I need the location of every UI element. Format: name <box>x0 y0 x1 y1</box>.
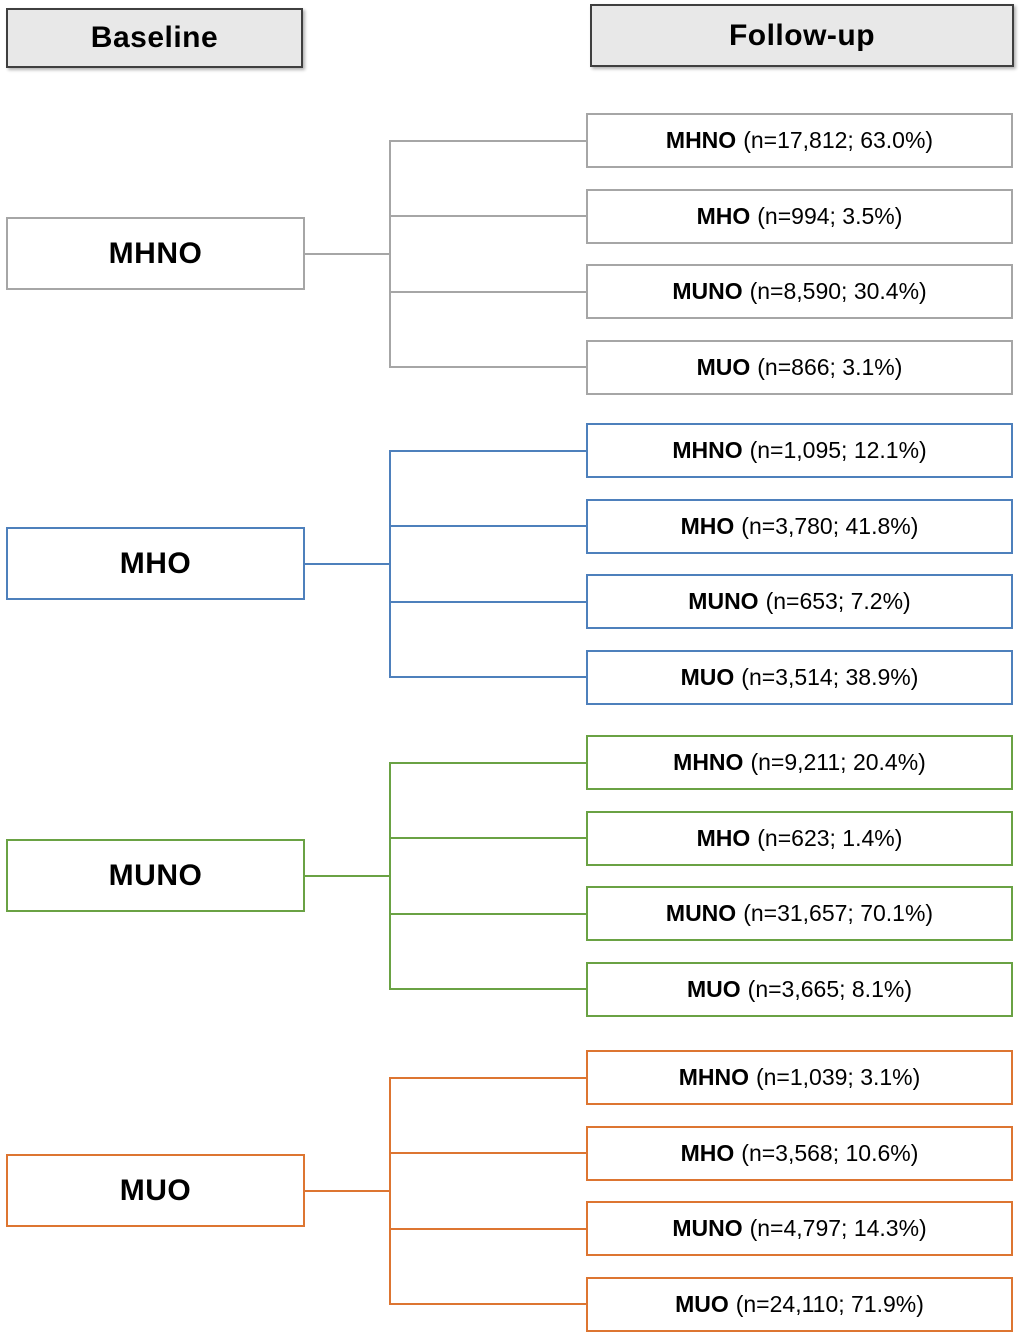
connector-branch <box>389 525 586 527</box>
baseline-label: MUNO <box>108 858 203 892</box>
followup-label: MHNO <box>672 437 743 463</box>
followup-detail: (n=24,110; 71.9%) <box>735 1290 924 1317</box>
followup-label: MHNO <box>665 127 737 153</box>
connector-branch <box>389 761 586 764</box>
followup-box-mho-to-mho: MHO(n=3,780; 41.8%) <box>586 498 1013 554</box>
followup-detail: (n=3,665; 8.1%) <box>747 975 912 1002</box>
connector-branch <box>389 1076 586 1079</box>
connector-branch <box>389 912 586 915</box>
followup-box-muno-to-muno: MUNO(n=31,657; 70.1%) <box>586 886 1013 941</box>
baseline-label: MHNO <box>108 236 203 270</box>
connector-elbow <box>305 874 391 877</box>
followup-label: MHNO <box>678 1064 749 1090</box>
baseline-box-muo: MUO <box>6 1154 305 1228</box>
connector-branch <box>389 837 586 839</box>
followup-label: MUO <box>680 663 735 690</box>
followup-detail: (n=31,657; 70.1%) <box>743 900 934 926</box>
followup-label: MUO <box>687 975 741 1002</box>
followup-detail: (n=1,095; 12.1%) <box>749 437 927 463</box>
followup-detail: (n=1,039; 3.1%) <box>755 1064 921 1090</box>
connector-branch <box>389 1152 586 1154</box>
followup-box-muo-to-muno: MUNO(n=4,797; 14.3%) <box>586 1201 1013 1256</box>
followup-label: MHO <box>680 512 735 539</box>
baseline-box-mhno: MHNO <box>6 217 305 291</box>
followup-box-muno-to-mho: MHO(n=623; 1.4%) <box>586 810 1013 866</box>
followup-label: MUNO <box>672 278 743 304</box>
followup-box-muo-to-mhno: MHNO(n=1,039; 3.1%) <box>586 1050 1013 1105</box>
baseline-box-muno: MUNO <box>6 839 305 913</box>
followup-box-mho-to-muno: MUNO(n=653; 7.2%) <box>586 574 1013 629</box>
followup-detail: (n=653; 7.2%) <box>765 588 911 614</box>
followup-label: MUO <box>675 1290 729 1317</box>
followup-box-muno-to-muo: MUO(n=3,665; 8.1%) <box>586 961 1013 1017</box>
followup-label: MUNO <box>688 588 759 614</box>
followup-label: MHNO <box>673 749 744 775</box>
connector-branch <box>389 1227 586 1230</box>
followup-label: MUNO <box>672 1215 743 1241</box>
connector-elbow <box>305 252 391 255</box>
followup-box-muo-to-mho: MHO(n=3,568; 10.6%) <box>586 1125 1013 1181</box>
followup-box-muo-to-muo: MUO(n=24,110; 71.9%) <box>586 1276 1013 1332</box>
connector-elbow <box>305 1189 391 1192</box>
baseline-box-mho: MHO <box>6 527 305 601</box>
followup-detail: (n=4,797; 14.3%) <box>749 1215 927 1241</box>
followup-detail: (n=994; 3.5%) <box>757 202 903 229</box>
connector-trunk <box>389 449 391 678</box>
connector-trunk <box>389 1076 391 1305</box>
followup-detail: (n=866; 3.1%) <box>757 353 903 380</box>
followup-label: MHO <box>696 202 751 229</box>
baseline-label: MHO <box>119 546 192 580</box>
baseline-header: Baseline <box>6 8 303 68</box>
followup-box-mhno-to-mho: MHO(n=994; 3.5%) <box>586 188 1013 244</box>
followup-detail: (n=3,568; 10.6%) <box>741 1139 919 1166</box>
followup-label: MHO <box>696 824 751 851</box>
followup-detail: (n=3,514; 38.9%) <box>741 663 919 690</box>
connector-branch <box>389 449 586 452</box>
connector-elbow <box>305 562 391 565</box>
followup-detail: (n=9,211; 20.4%) <box>750 749 926 775</box>
connector-trunk <box>389 761 391 990</box>
followup-box-mho-to-mhno: MHNO(n=1,095; 12.1%) <box>586 423 1013 478</box>
followup-box-mho-to-muo: MUO(n=3,514; 38.9%) <box>586 649 1013 705</box>
followup-detail: (n=3,780; 41.8%) <box>741 512 919 539</box>
followup-detail: (n=17,812; 63.0%) <box>743 127 934 153</box>
connector-branch <box>389 366 586 368</box>
followup-label: MUNO <box>665 900 737 926</box>
connector-branch <box>389 1303 586 1305</box>
connector-branch <box>389 676 586 678</box>
followup-box-muno-to-mhno: MHNO(n=9,211; 20.4%) <box>586 735 1013 790</box>
followup-label: MUO <box>696 353 751 380</box>
followup-detail: (n=8,590; 30.4%) <box>749 278 927 304</box>
connector-trunk <box>389 139 391 368</box>
connector-branch <box>389 139 586 142</box>
connector-branch <box>389 988 586 990</box>
followup-box-mhno-to-muno: MUNO(n=8,590; 30.4%) <box>586 264 1013 319</box>
connector-branch <box>389 290 586 293</box>
followup-detail: (n=623; 1.4%) <box>757 824 903 851</box>
baseline-label: MUO <box>119 1173 192 1207</box>
followup-box-mhno-to-muo: MUO(n=866; 3.1%) <box>586 339 1013 395</box>
connector-branch <box>389 600 586 603</box>
followup-header: Follow-up <box>590 4 1014 67</box>
followup-label: MHO <box>680 1139 735 1166</box>
followup-box-mhno-to-mhno: MHNO(n=17,812; 63.0%) <box>586 113 1013 168</box>
connector-branch <box>389 215 586 217</box>
